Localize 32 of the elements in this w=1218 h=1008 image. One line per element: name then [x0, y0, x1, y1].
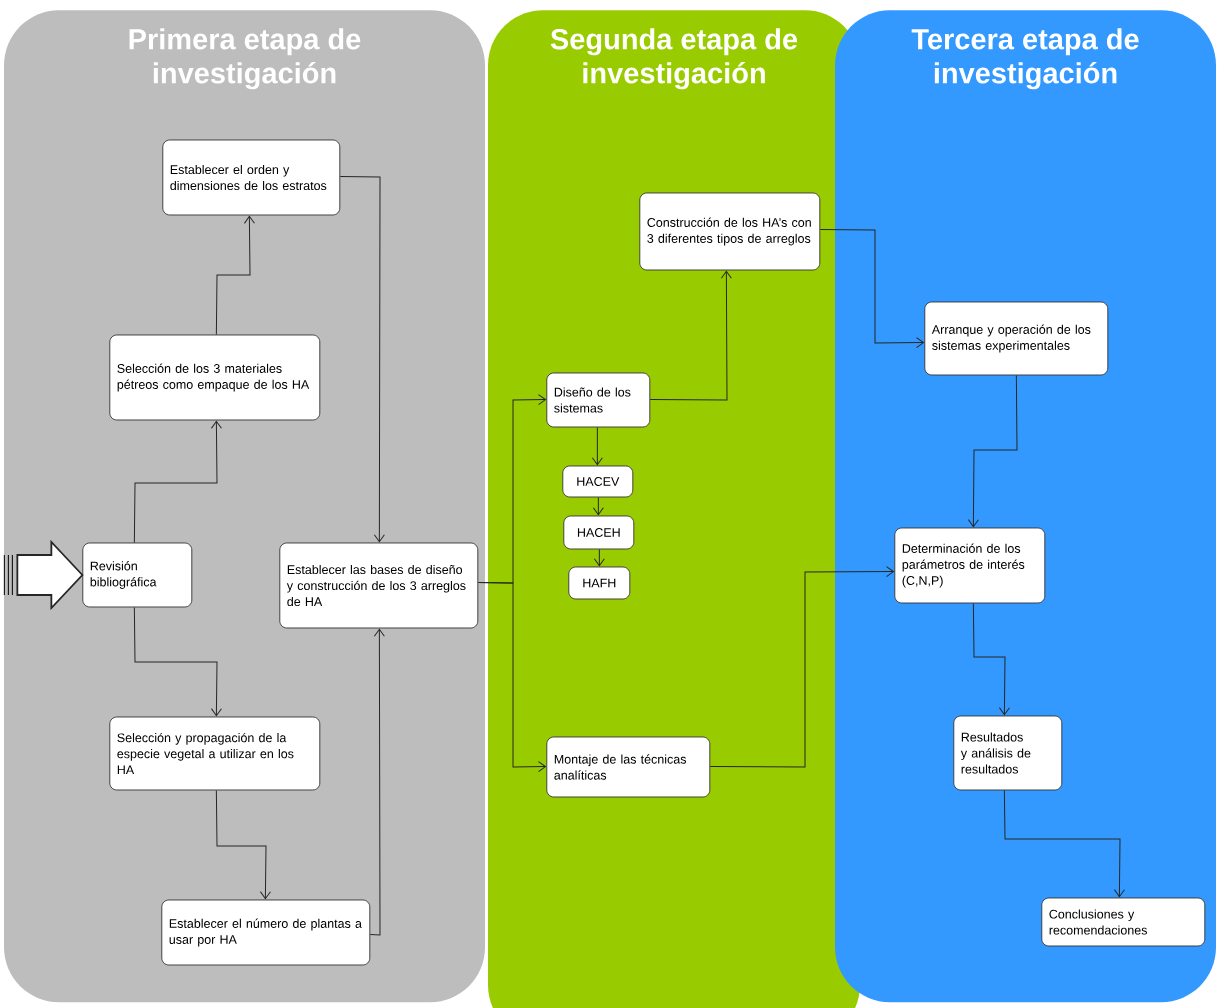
arrow [709, 566, 894, 768]
arrow [133, 420, 222, 544]
arrow [819, 229, 924, 349]
arrow [972, 602, 1010, 716]
process-box: Revisión bibliográfica [82, 542, 193, 608]
process-box: Selección de los 3 materiales pétreos como empaque de los HA [109, 334, 321, 421]
arrow [339, 176, 385, 543]
arrow [591, 426, 603, 466]
process-box: Diseño de los sistemas [546, 372, 651, 428]
process-box: HACEV [562, 465, 634, 498]
arrow [215, 215, 255, 336]
arrow [967, 374, 1018, 528]
arrow [215, 789, 271, 900]
process-box: Montaje de las técnicas analíticas [546, 736, 711, 798]
arrow [369, 628, 385, 936]
process-box: Resultados y análisis de resultados [953, 715, 1063, 791]
arrow [592, 496, 604, 516]
arrow [477, 582, 546, 773]
arrow [1003, 789, 1125, 898]
process-box: Selección y propagación de la especie vegetal a utilizar en los HA [109, 716, 321, 791]
process-box: Arranque y operación de los sistemas experimentales [924, 301, 1109, 376]
arrow [593, 548, 605, 567]
process-box: Establecer las bases de diseño y construcción de los 3 arreglos de HA [279, 542, 479, 629]
process-box: HAFH [568, 566, 631, 600]
process-box: Establecer el orden y dimensiones de los estratos [162, 139, 341, 216]
arrow [649, 270, 732, 401]
arrow [133, 606, 222, 717]
process-box: Establecer el número de plantas a usar por HA [161, 899, 371, 966]
process-box: Determinación de los parámetros de interés (C,N,P) [894, 527, 1046, 604]
process-box: Construcción de los HA’s con 3 diferentes tipos de arreglos [639, 192, 821, 271]
process-box: HACEH [563, 515, 635, 550]
process-box: Conclusiones y recomendaciones [1041, 897, 1206, 947]
